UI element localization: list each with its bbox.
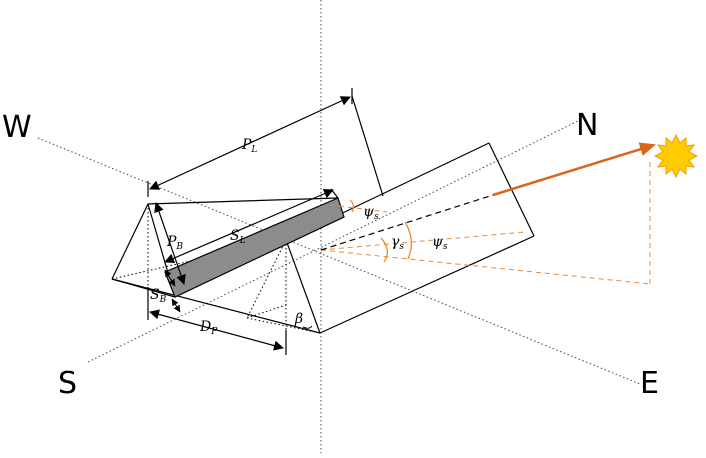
- azimuth-arc: [380, 237, 388, 263]
- upper-elevation-arc: [349, 199, 355, 213]
- panel-length-label: PL: [241, 137, 257, 155]
- sun-icon: [653, 133, 699, 179]
- tilt-angle-arc: [302, 325, 313, 329]
- south-north-axis: [87, 119, 581, 363]
- south-label: S: [58, 366, 77, 401]
- sun-ray-dashed: [320, 194, 494, 251]
- west-label: W: [2, 110, 32, 145]
- solar-elevation-upper-label: ψs: [363, 204, 379, 222]
- shadow-length-dimension: [164, 188, 339, 264]
- panel-breadth-label: PB: [166, 234, 183, 252]
- solar-elevation-lower-label: ψs: [432, 234, 448, 252]
- panel-length-dimension: [147, 88, 384, 197]
- shadow-length-label: SL: [230, 228, 246, 246]
- shadow-breadth-label: SB: [150, 287, 167, 305]
- sun-ray-arrow: [492, 142, 656, 197]
- tilt-angle-label: β: [294, 311, 303, 327]
- row-distance-label: DP: [199, 319, 218, 337]
- north-label: N: [576, 108, 598, 143]
- west-east-axis: [37, 137, 641, 385]
- east-label: E: [640, 366, 659, 401]
- solar-azimuth-label: γs: [391, 234, 404, 252]
- panel-breadth-dimension: [154, 202, 186, 285]
- pv-panel: [164, 197, 345, 298]
- elevation-arc: [404, 221, 412, 260]
- row-distance-dimension: [147, 287, 287, 355]
- sun-guides: [320, 160, 651, 285]
